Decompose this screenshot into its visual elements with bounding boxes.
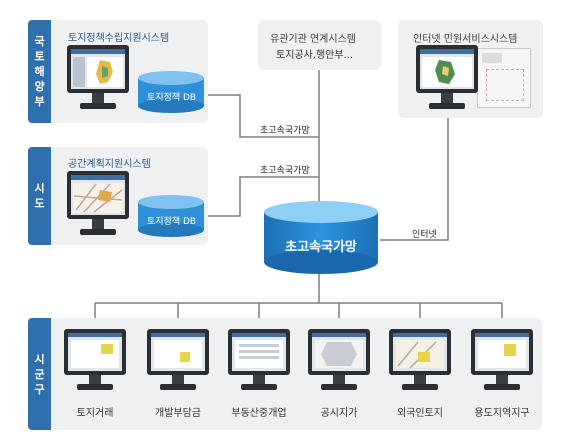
monitor-icon [64, 329, 126, 390]
network-link-label: 초고속국가망 [260, 126, 310, 136]
monitor-icon [67, 171, 129, 235]
network-link-label: 초고속국가망 [260, 166, 310, 176]
linked-subtitle: 토지공사,행안부... [276, 50, 354, 61]
linked-panel [258, 20, 381, 70]
district-tab-label: 시군구 [34, 352, 45, 396]
land-policy-title: 토지정책수립지원시스템 [68, 33, 170, 44]
monitor-icon [308, 329, 370, 390]
spatial-plan-db-label: 토지정책 DB [147, 217, 197, 227]
spatial-plan-title: 공간계획지원시스템 [68, 159, 151, 170]
district-tab: 시군구 [28, 318, 51, 430]
city-tab: 시도 [28, 147, 51, 245]
monitor-icon [67, 45, 129, 109]
monitor-icon [471, 329, 533, 390]
internet-service-title: 인터넷 민원서비스시스템 [413, 34, 518, 45]
monitor-icon [416, 45, 478, 109]
ministry-tab: 국토해양부 [28, 20, 51, 123]
district-system-label: 외국인토지 [397, 408, 443, 419]
hub-label: 초고속국가망 [285, 240, 357, 255]
linked-title: 유관기관 연계시스템 [270, 34, 356, 45]
land-policy-db-label: 토지정책 DB [147, 93, 197, 103]
ministry-tab-label: 국토해양부 [34, 35, 45, 108]
monitor-icon [389, 329, 451, 390]
district-system-label: 토지거래 [76, 408, 114, 419]
district-system-label: 개발부담금 [155, 408, 201, 419]
city-tab-label: 시도 [34, 182, 45, 210]
monitor-icon [228, 329, 290, 390]
internet-label: 인터넷 [412, 230, 437, 240]
district-system-label: 용도지역지구 [474, 408, 530, 419]
map-document-image [477, 48, 531, 108]
monitor-icon [147, 329, 209, 390]
district-system-label: 부동산중개업 [231, 408, 287, 419]
hub-database-icon [264, 201, 378, 274]
database-icon [138, 71, 204, 113]
database-icon [138, 195, 204, 237]
district-system-label: 공시지가 [320, 408, 358, 419]
